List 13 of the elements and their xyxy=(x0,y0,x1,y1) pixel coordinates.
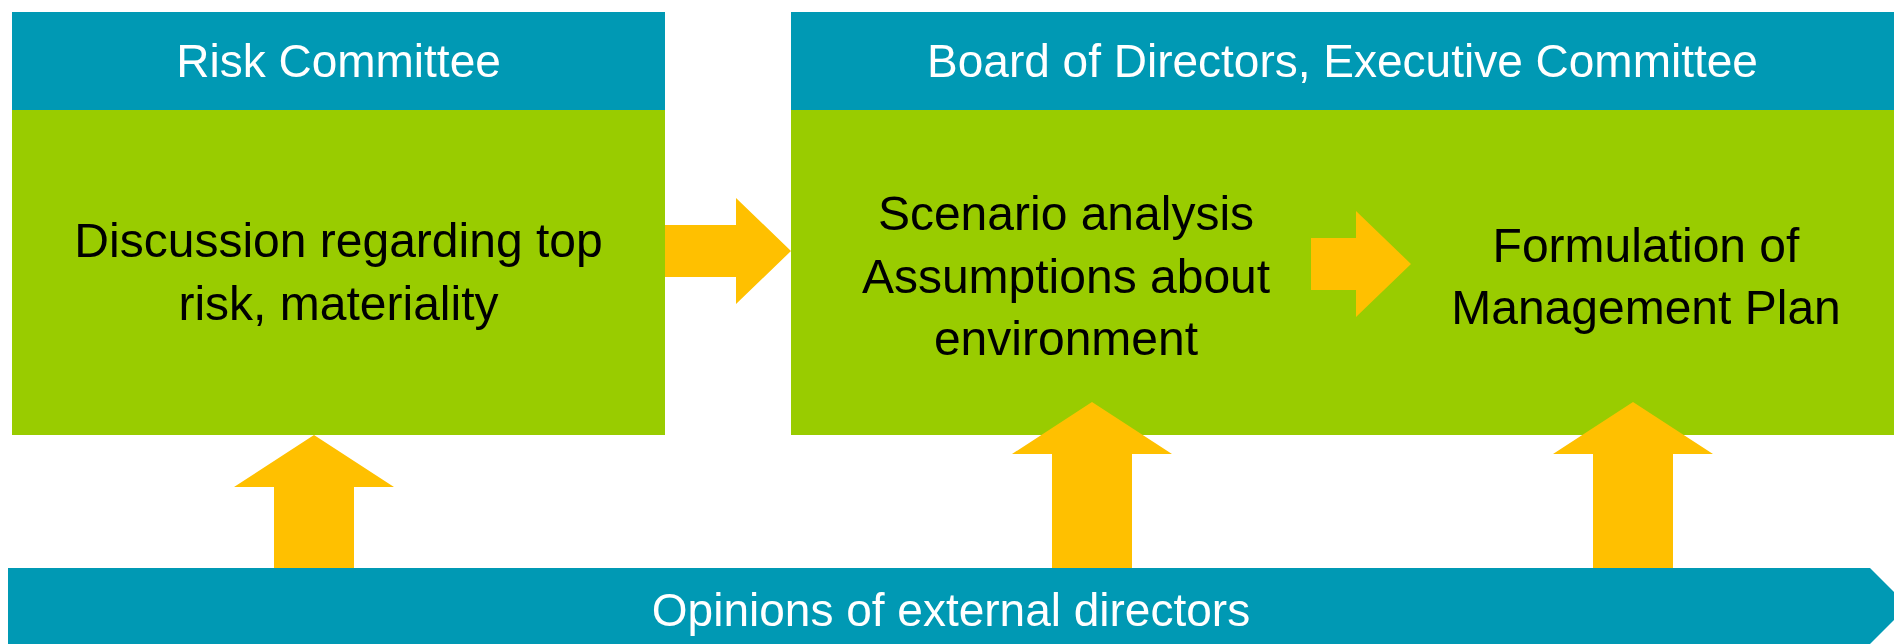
block-arrow xyxy=(1012,402,1172,568)
step-text: Formulation of Management Plan xyxy=(1450,217,1842,336)
committee-panel xyxy=(791,12,1894,435)
body-text: Discussion regarding top risk, materiality xyxy=(73,213,604,332)
committee-panel xyxy=(12,12,665,435)
block-arrow xyxy=(1553,402,1713,568)
block-arrow xyxy=(234,435,394,568)
banner-band xyxy=(8,568,1894,644)
header-text: Risk Committee xyxy=(176,33,501,89)
step-text: Scenario analysis Assumptions about environment xyxy=(860,186,1272,368)
block-arrow xyxy=(665,198,791,304)
block-arrow xyxy=(1311,211,1411,317)
header-text: Board of Directors, Executive Committee xyxy=(927,33,1758,89)
